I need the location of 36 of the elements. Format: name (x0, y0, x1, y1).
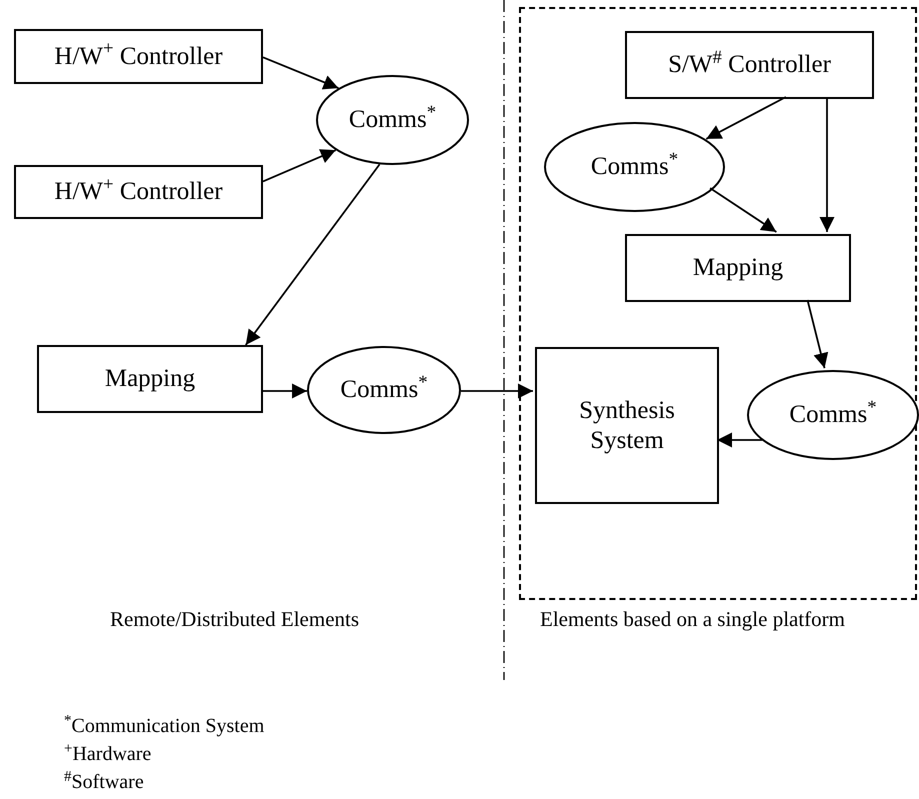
footnote: $^{#}$Software (64, 770, 144, 794)
comms-ellipse (307, 346, 461, 434)
node-label: Comms$^{*}$ (340, 375, 428, 405)
node-label: H/W$^{+}$ Controller (54, 177, 223, 207)
node-label: Mapping (692, 253, 784, 283)
arrow (263, 384, 308, 398)
process-box (535, 347, 719, 504)
node-label: S/W$^{#}$ Controller (668, 50, 831, 80)
arrow (710, 187, 777, 233)
arrow (717, 432, 762, 448)
node-label: Comms$^{*}$ (789, 400, 877, 430)
arrow (806, 300, 828, 368)
node-label: Synthesis System (578, 396, 676, 456)
node-label: Comms$^{*}$ (348, 105, 436, 135)
region-label: Remote/Distributed Elements (110, 607, 360, 632)
process-box (14, 29, 263, 84)
arrow (262, 56, 339, 90)
footnote: $^{*}$Communication System (64, 714, 264, 738)
process-box (37, 345, 263, 413)
comms-ellipse (544, 122, 725, 212)
process-box (625, 31, 874, 99)
process-box (14, 165, 263, 219)
arrow (706, 96, 786, 140)
node-label: Mapping (104, 364, 196, 394)
dashed-boundary-box (519, 7, 917, 600)
arrow (820, 97, 834, 232)
node-label: H/W$^{+}$ Controller (54, 42, 223, 72)
comms-ellipse (316, 75, 469, 165)
region-label: Elements based on a single platform (540, 607, 846, 632)
comms-ellipse (747, 370, 919, 460)
arrow (262, 149, 336, 182)
arrow (460, 384, 533, 398)
footnote: $^{+}$Hardware (64, 742, 152, 766)
process-box (625, 234, 851, 302)
node-label: Comms$^{*}$ (590, 152, 678, 182)
arrow (245, 164, 380, 346)
